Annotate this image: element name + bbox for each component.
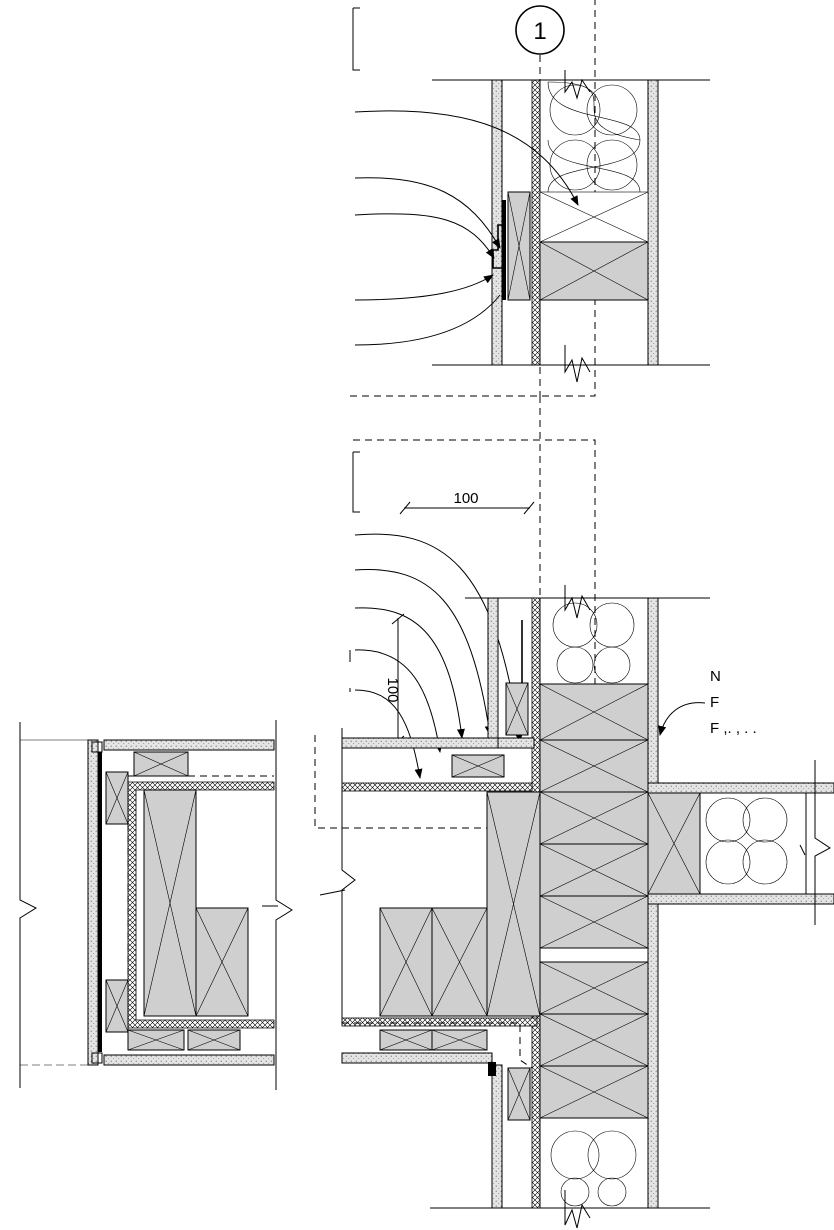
section-marker: 1 [515,5,565,55]
dimension-vertical-value: 100 [384,677,401,702]
side-label-line3: F ,. , . . [710,720,757,737]
opening-head-section [319,728,541,1076]
section-marker-number: 1 [533,18,546,45]
left-frame-detail [19,720,293,1090]
dimension-horizontal-value: 100 [453,490,478,507]
insulation-floor [705,797,788,885]
insulation-upper [547,81,641,193]
dimension-vertical: 100 [384,613,405,747]
side-label-line1: N [710,668,721,685]
dimension-horizontal: 100 [399,490,535,515]
insulation-wall-bottom [550,1130,637,1207]
insulation-wall-top [552,602,635,684]
upper-detail [350,0,710,397]
side-label-line2: F [710,694,719,711]
